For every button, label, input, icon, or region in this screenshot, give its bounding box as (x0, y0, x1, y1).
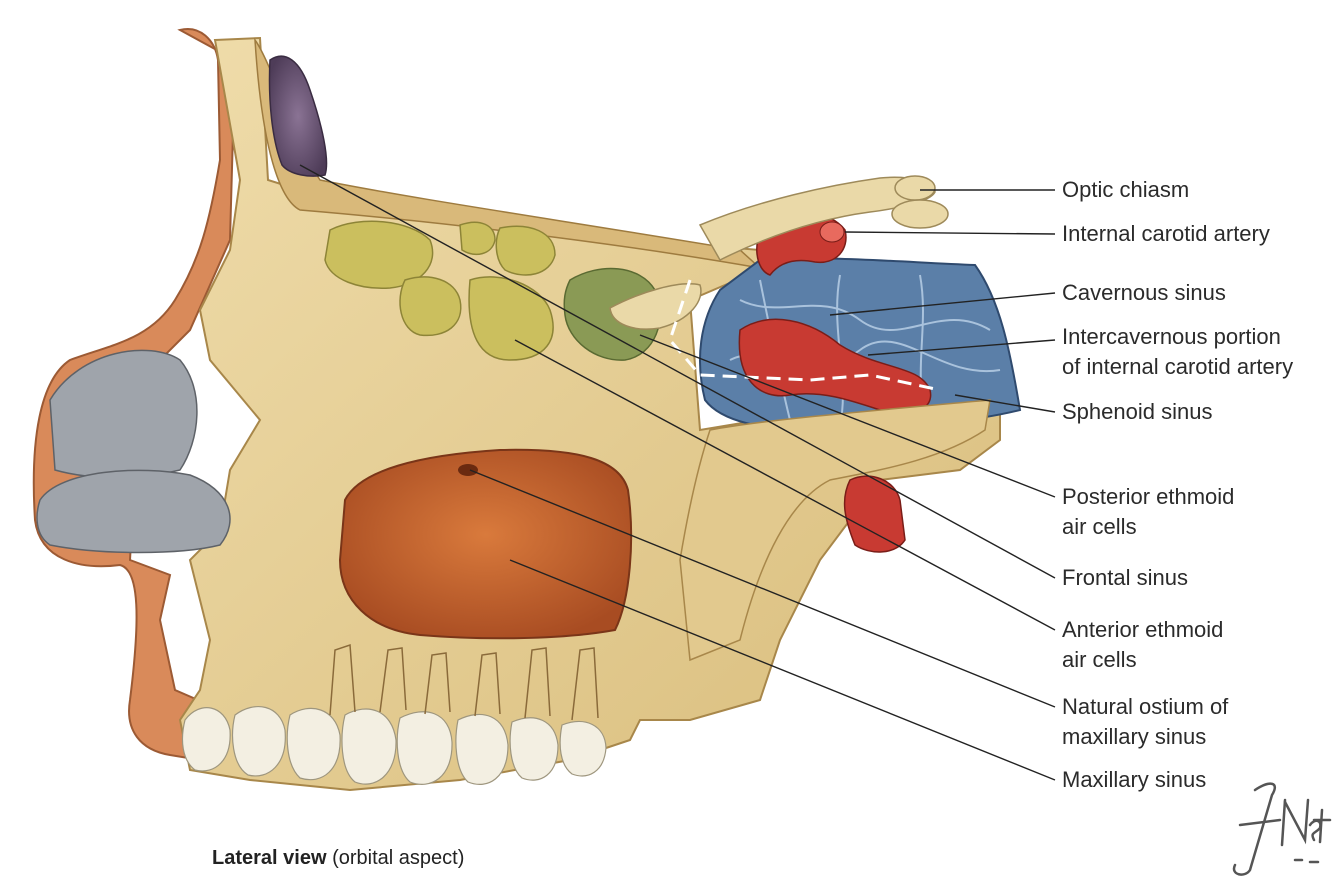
label-intercavernous-portion: Intercavernous portion of internal carot… (1062, 322, 1293, 382)
label-optic-chiasm: Optic chiasm (1062, 175, 1189, 205)
label-line: air cells (1062, 647, 1137, 672)
anterior-ethmoid-cells (324, 220, 556, 361)
label-line: Sphenoid sinus (1062, 399, 1213, 424)
label-sphenoid-sinus: Sphenoid sinus (1062, 397, 1212, 427)
label-line: Natural ostium of (1062, 694, 1229, 719)
label-posterior-ethmoid: Posterior ethmoid air cells (1062, 482, 1234, 542)
label-internal-carotid-artery: Internal carotid artery (1062, 219, 1270, 249)
figure-caption: Lateral view (orbital aspect) (212, 847, 464, 870)
natural-ostium-shape (458, 464, 478, 476)
leader-frontal (299, 164, 1056, 579)
leader-natural-ostium (469, 469, 1056, 708)
frontal-sinus-shape (268, 55, 328, 177)
label-line: Posterior ethmoid (1062, 484, 1235, 509)
label-maxillary-sinus: Maxillary sinus (1062, 765, 1206, 795)
leader-intercavernous (867, 339, 1056, 356)
carotid-lumen (819, 221, 845, 243)
carotid-descending (843, 475, 906, 553)
leader-sphenoid (954, 394, 1056, 413)
caption-rest: (orbital aspect) (326, 847, 465, 869)
label-cavernous-sinus: Cavernous sinus (1062, 278, 1226, 308)
label-line: Optic chiasm (1062, 177, 1190, 202)
label-line: Maxillary sinus (1062, 767, 1207, 792)
label-line: maxillary sinus (1062, 724, 1207, 749)
dashed-marker-line (668, 279, 941, 392)
label-line: Anterior ethmoid (1062, 617, 1224, 642)
leader-maxillary (509, 559, 1056, 781)
nasal-cartilage (36, 349, 231, 554)
tooth-roots (329, 643, 599, 721)
leader-cavernous (829, 292, 1056, 316)
sphenoid-bone (679, 399, 991, 662)
label-line: of internal carotid artery (1062, 354, 1294, 379)
label-natural-ostium: Natural ostium of maxillary sinus (1062, 692, 1228, 752)
optic-structures (609, 175, 949, 330)
leader-anterior-ethmoid (514, 339, 1056, 631)
label-line: Intercavernous portion (1062, 324, 1281, 349)
leader-lines (299, 164, 1056, 781)
teeth (181, 706, 607, 785)
label-line: Cavernous sinus (1062, 280, 1226, 305)
maxillary-sinus-shape (338, 448, 633, 640)
leader-internal-carotid (844, 231, 1056, 235)
label-frontal-sinus: Frontal sinus (1062, 563, 1188, 593)
label-anterior-ethmoid: Anterior ethmoid air cells (1062, 615, 1223, 675)
label-line: Frontal sinus (1062, 565, 1188, 590)
label-line: Internal carotid artery (1062, 221, 1270, 246)
leader-posterior-ethmoid (639, 334, 1056, 498)
caption-bold: Lateral view (212, 847, 327, 869)
label-line: air cells (1062, 514, 1137, 539)
netter-signature-logo (1232, 782, 1332, 876)
